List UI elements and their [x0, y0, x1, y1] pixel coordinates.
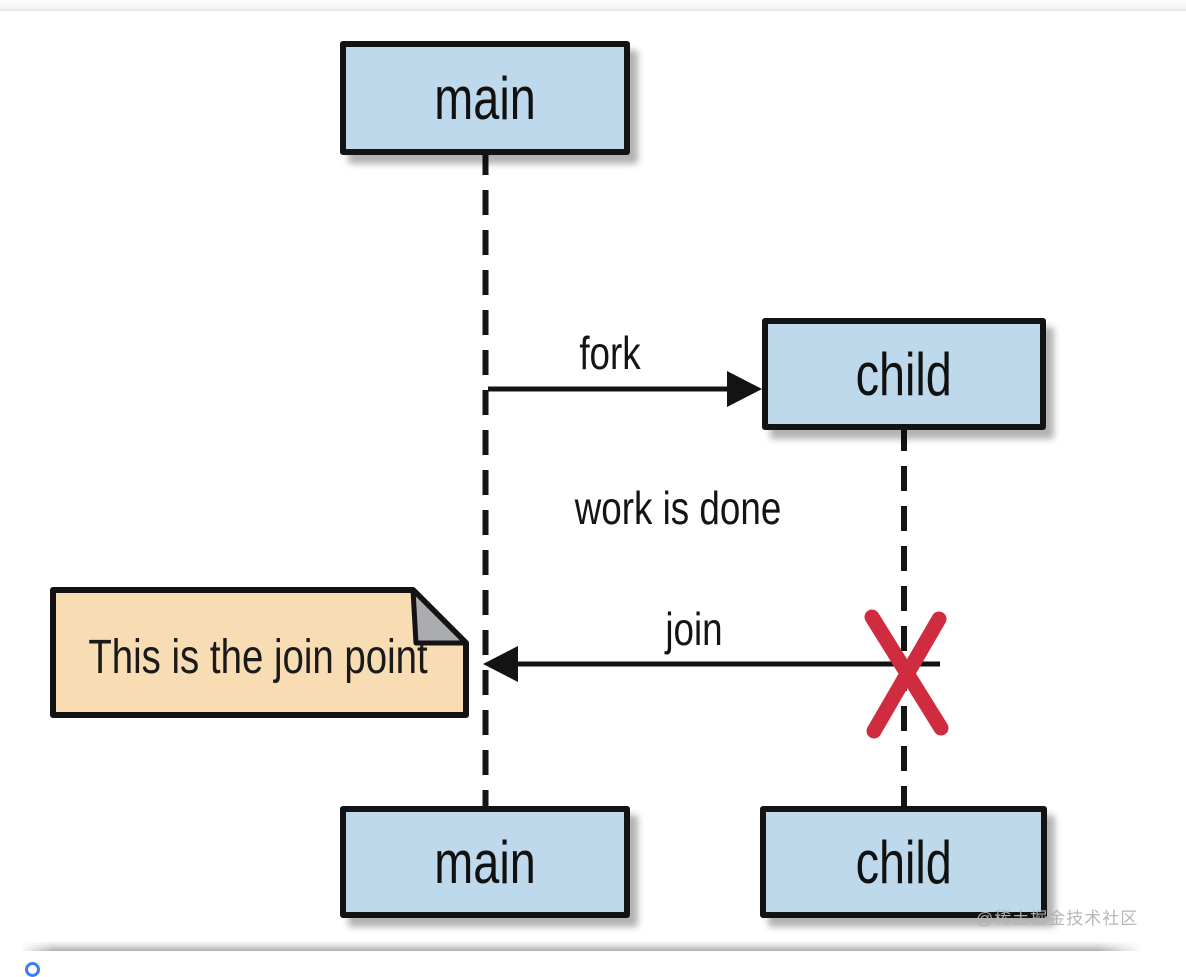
note-shape: [50, 587, 469, 718]
bottom-edge-shadow: [20, 941, 1142, 951]
note-fold-corner-icon: [410, 587, 469, 646]
terminate-x-icon: [864, 609, 949, 739]
participant-box-main-top: main: [340, 41, 630, 155]
fork-arrowhead-icon: [727, 371, 762, 407]
participant-box-child-bottom: child: [760, 806, 1047, 918]
participant-label: main: [434, 64, 536, 132]
note-text: This is the join point: [88, 631, 428, 684]
watermark-text: @稀土掘金技术社区: [976, 909, 1139, 928]
join-arrowhead-icon: [483, 646, 518, 682]
participant-label: child: [855, 828, 952, 896]
message-label-join: join: [665, 603, 723, 655]
blue-dot-fragment-icon: [25, 962, 40, 977]
message-label-fork: fork: [579, 327, 641, 379]
participant-label: main: [434, 828, 536, 896]
participant-box-main-bottom: main: [340, 806, 630, 918]
top-edge-band: [0, 0, 1186, 11]
message-label-work-is-done: work is done: [574, 482, 782, 534]
participant-box-child-top: child: [762, 318, 1046, 430]
participant-label: child: [855, 340, 953, 408]
